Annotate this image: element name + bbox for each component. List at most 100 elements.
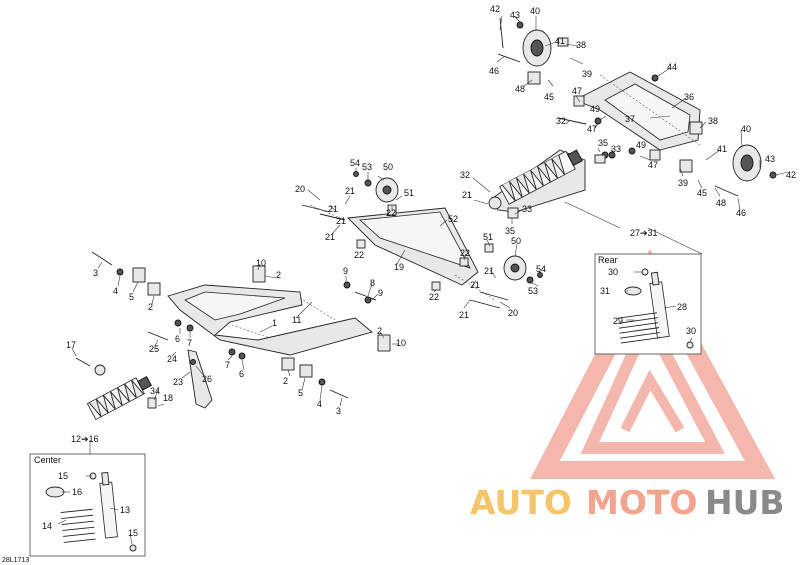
- callout-5: 5: [298, 388, 303, 398]
- callout-39: 39: [582, 69, 592, 79]
- callout-47: 47: [572, 86, 582, 96]
- callout-22: 22: [386, 208, 396, 218]
- callout-3b: 3: [93, 268, 98, 278]
- callout-13: 13: [120, 505, 130, 515]
- callout-21f: 21: [484, 266, 494, 276]
- callout-47c: 47: [648, 160, 658, 170]
- callout-4b: 4: [113, 286, 118, 296]
- watermark-text: AUTO MOTO HUB: [470, 483, 785, 522]
- callout-21: 21: [345, 186, 355, 196]
- callout-20: 20: [295, 184, 305, 194]
- callout-52: 52: [448, 214, 458, 224]
- callout-49b: 49: [636, 140, 646, 150]
- callout-49: 49: [590, 104, 600, 114]
- callout-21g: 21: [470, 280, 480, 290]
- callout-14: 14: [42, 521, 52, 531]
- detail-title-center: Center: [34, 455, 61, 465]
- callout-33b: 33: [522, 204, 532, 214]
- callout-43: 43: [510, 10, 520, 20]
- callout-33: 33: [611, 144, 621, 154]
- callout-24: 24: [167, 354, 177, 364]
- callout-40b: 40: [741, 124, 751, 134]
- callout-50: 50: [383, 162, 393, 172]
- callout-4: 4: [317, 399, 322, 409]
- detail-box-center: [29, 440, 146, 557]
- callout-30: 30: [608, 267, 618, 277]
- callout-7: 7: [187, 338, 192, 348]
- callout-32: 32: [556, 116, 566, 126]
- callout-38: 38: [576, 40, 586, 50]
- callout-29: 29: [613, 316, 623, 326]
- drawing-code: 28L1713: [2, 557, 29, 564]
- callout-41: 41: [555, 36, 565, 46]
- watermark-auto: AUTO: [470, 483, 572, 522]
- callout-9: 9: [343, 266, 348, 276]
- callout-18: 18: [163, 393, 173, 403]
- callout-21e: 21: [462, 190, 472, 200]
- watermark-hub: HUB: [705, 483, 785, 522]
- callout-22d: 22: [429, 292, 439, 302]
- callout-51: 51: [404, 188, 414, 198]
- callout-25: 25: [149, 344, 159, 354]
- callout-48b: 48: [716, 198, 726, 208]
- callout-2: 2: [276, 270, 281, 280]
- callout-3: 3: [336, 406, 341, 416]
- callout-45: 45: [544, 92, 554, 102]
- callout-26: 26: [202, 374, 212, 384]
- callout-50b: 50: [511, 236, 521, 246]
- callout-21b: 21: [328, 204, 338, 214]
- callout-rear-ref: 27➔31: [630, 228, 658, 238]
- callout-22c: 22: [460, 248, 470, 258]
- callout-53: 53: [362, 162, 372, 172]
- callout-47b: 47: [587, 124, 597, 134]
- leader-lines: [57, 15, 789, 545]
- callout-41b: 41: [717, 144, 727, 154]
- callout-21h: 21: [459, 310, 469, 320]
- callout-28: 28: [677, 302, 687, 312]
- callout-51b: 51: [483, 232, 493, 242]
- detail-box-rear: [594, 227, 703, 355]
- callout-32b: 32: [460, 170, 470, 180]
- callout-2c: 2: [283, 376, 288, 386]
- callout-20b: 20: [508, 308, 518, 318]
- callout-34: 34: [150, 386, 160, 396]
- callout-15: 15: [58, 471, 68, 481]
- callout-19: 19: [394, 262, 404, 272]
- callout-1: 1: [272, 318, 277, 328]
- callout-21d: 21: [325, 232, 335, 242]
- callout-43b: 43: [765, 154, 775, 164]
- callout-5b: 5: [129, 292, 134, 302]
- callout-22b: 22: [354, 250, 364, 260]
- front-arm-assembly: [91, 251, 391, 409]
- callout-54b: 54: [536, 264, 546, 274]
- callout-7b: 7: [225, 360, 230, 370]
- callout-46: 46: [489, 66, 499, 76]
- callout-2b: 2: [377, 326, 382, 336]
- front-shock-absorber: [75, 357, 157, 421]
- callout-9b: 9: [378, 288, 383, 298]
- callout-31: 31: [600, 286, 610, 296]
- callout-21c: 21: [336, 216, 346, 226]
- callout-39b: 39: [678, 178, 688, 188]
- detail-title-rear: Rear: [598, 255, 618, 265]
- callout-numbers: 42 43 40 41 38 39 46 48 45 47 44 49 47 3…: [42, 4, 796, 538]
- callout-36: 36: [684, 92, 694, 102]
- callout-42: 42: [490, 4, 500, 14]
- callout-37: 37: [625, 114, 635, 124]
- callout-6b: 6: [239, 369, 244, 379]
- callout-54: 54: [350, 158, 360, 168]
- callout-44: 44: [667, 62, 677, 72]
- callout-6: 6: [175, 334, 180, 344]
- watermark-moto: MOTO: [586, 483, 697, 522]
- callout-center-ref: 12➔16: [71, 434, 99, 444]
- callout-35b: 35: [505, 226, 515, 236]
- callout-10b: 10: [396, 338, 406, 348]
- callout-38b: 38: [708, 116, 718, 126]
- callout-8: 8: [370, 278, 375, 288]
- callout-30b: 30: [686, 326, 696, 336]
- callout-40: 40: [530, 6, 540, 16]
- callout-46b: 46: [736, 208, 746, 218]
- callout-42b: 42: [786, 170, 796, 180]
- callout-11: 11: [292, 315, 301, 325]
